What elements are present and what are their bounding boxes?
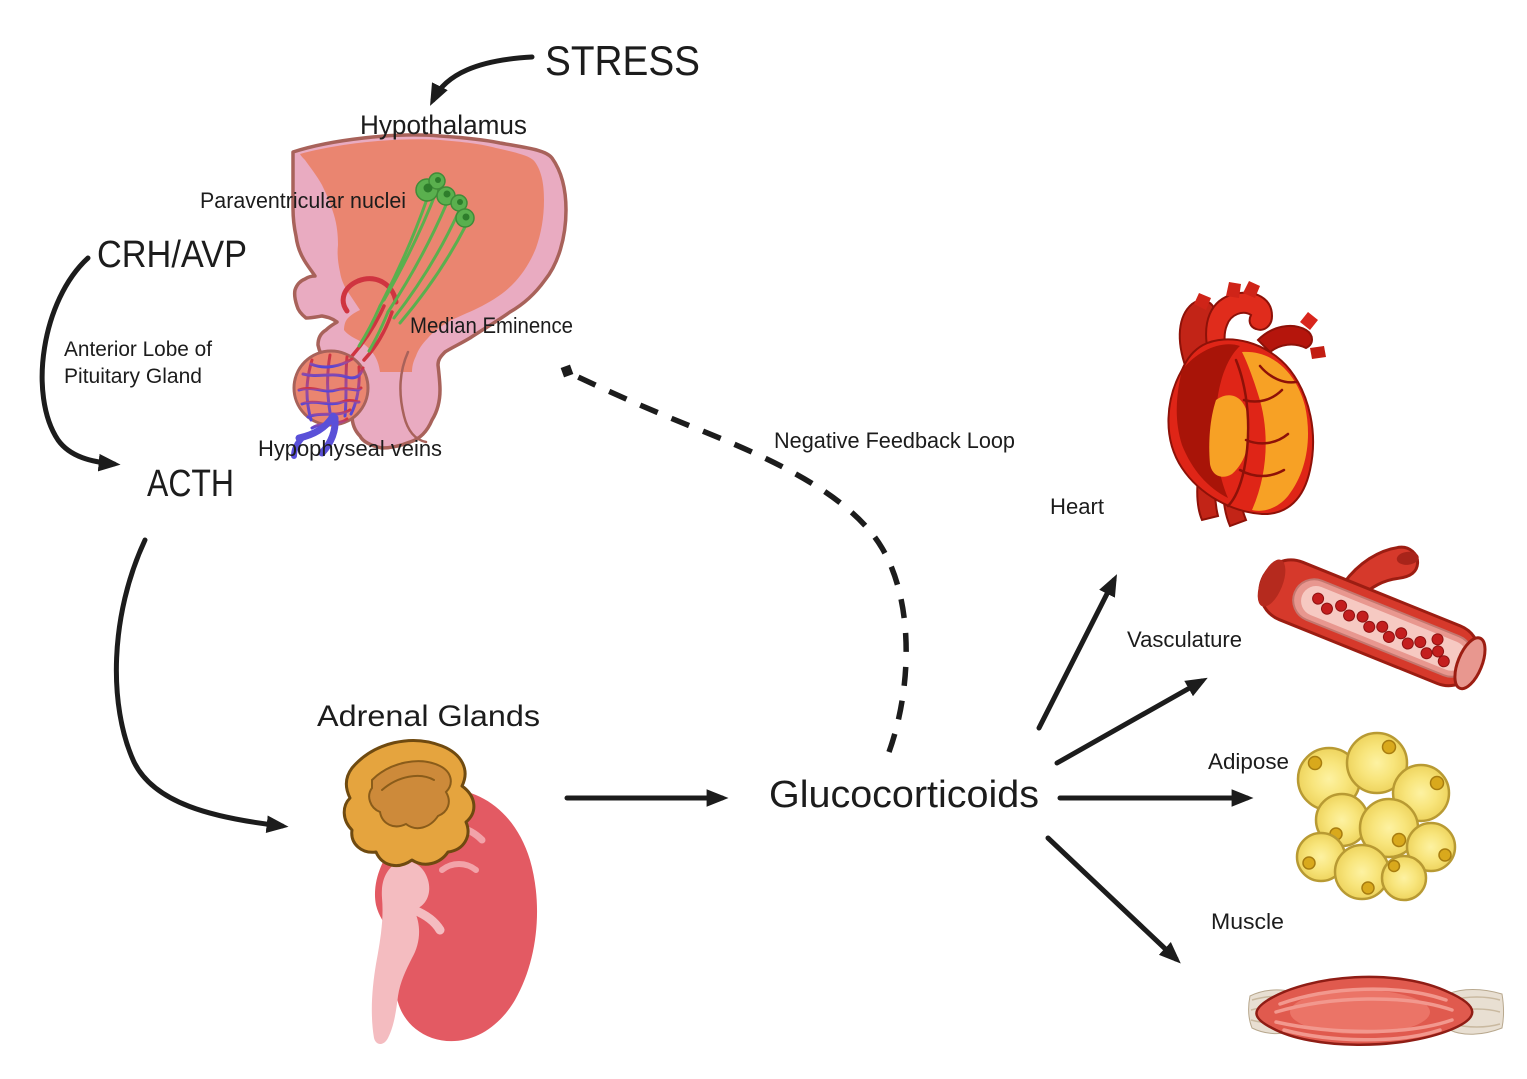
renal-branch	[409, 905, 445, 935]
vasculature-label: Vasculature	[1127, 627, 1242, 652]
hypophyseal-veins-illustration	[291, 412, 339, 459]
negative-feedback-loop-label: Negative Feedback Loop	[774, 428, 1015, 453]
crh-avp-label: CRH/AVP	[97, 234, 247, 276]
hypothalamus-pituitary-illustration	[291, 133, 568, 459]
arrow-glucocorticoids-to-muscle	[1045, 835, 1181, 964]
muscle-label: Muscle	[1211, 909, 1284, 934]
muscle-illustration	[1248, 975, 1504, 1046]
paraventricular-nuclei-label: Paraventricular nuclei	[200, 188, 406, 213]
muscle-striations	[1274, 987, 1454, 1042]
adipose-label: Adipose	[1208, 749, 1289, 774]
arrow-glucocorticoids-to-vasculature	[1054, 677, 1208, 766]
red-blood-cells	[1312, 592, 1450, 668]
heart-label: Heart	[1050, 494, 1104, 519]
portal-vessel	[350, 304, 386, 358]
adipose-cells-illustration	[1295, 731, 1457, 902]
arrow-acth-to-adrenal	[113, 537, 289, 833]
anterior-lobe-label-line1: Anterior Lobe of	[64, 338, 212, 361]
arrow-stress-to-hypothalamus	[430, 54, 535, 106]
adrenal-glands-label: Adrenal Glands	[317, 700, 540, 733]
portal-vessel	[362, 310, 394, 362]
stress-label: STRESS	[545, 37, 700, 84]
hypophyseal-veins-label: Hypophyseal veins	[258, 436, 442, 461]
kidney-highlight	[439, 861, 479, 873]
blood-vessel-illustration	[1257, 545, 1487, 691]
negative-feedback-arrow-tip	[560, 364, 574, 378]
coronary-vessels	[1226, 358, 1298, 508]
heart-illustration	[1167, 281, 1326, 528]
adrenal-inner-line	[381, 774, 435, 791]
paraventricular-neurons	[357, 172, 475, 353]
arrow-glucocorticoids-to-heart	[1036, 574, 1117, 731]
hypothalamus-label: Hypothalamus	[360, 110, 527, 140]
posterior-lobe-outline	[399, 350, 428, 444]
median-eminence-label: Median Eminence	[410, 313, 573, 338]
kidney-adrenal-illustration	[342, 739, 538, 1044]
acth-label: ACTH	[147, 463, 234, 505]
arrow-crh-to-acth	[39, 255, 121, 472]
negative-feedback-dashed-arrow	[574, 373, 909, 753]
anterior-lobe-label-line2: Pituitary Gland	[64, 365, 202, 388]
glucocorticoids-label: Glucocorticoids	[769, 774, 1039, 816]
